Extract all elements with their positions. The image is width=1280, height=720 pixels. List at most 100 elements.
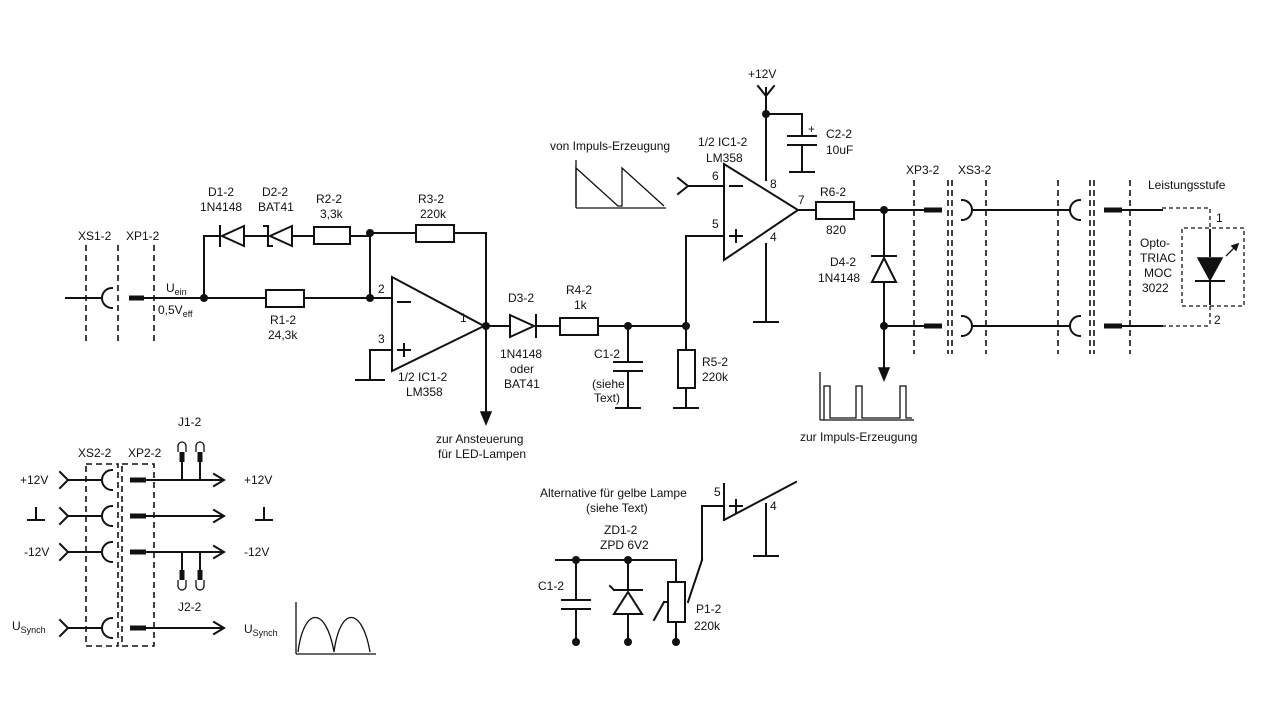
r5-name: R5-2 <box>702 355 728 369</box>
r5-value: 220k <box>702 370 729 384</box>
pin-plus12-in: +12V <box>20 473 48 487</box>
diode-d4: D4-2 1N4148 <box>818 209 898 327</box>
opto-text-4: 3022 <box>1142 281 1169 295</box>
supply-plus12: +12V <box>748 67 776 98</box>
ic-top-pin8: 8 <box>770 177 777 191</box>
d1-value: 1N4148 <box>200 200 242 214</box>
feedback-network: D1-2 1N4148 D2-2 BAT41 R2-2 3,3k R3-2 22… <box>200 185 487 327</box>
resistor-r3 <box>415 224 455 243</box>
alt-title-2: (siehe Text) <box>586 501 648 515</box>
opto-pin2: 2 <box>1214 313 1221 327</box>
led-out-line1: zur Ansteuerung <box>436 432 523 446</box>
r3-value: 220k <box>420 207 447 221</box>
c1-name: C1-2 <box>594 347 620 361</box>
pin-minus12-out: -12V <box>244 545 269 559</box>
d4-value: 1N4148 <box>818 271 860 285</box>
capacitor-c2: + C2-2 10uF <box>765 113 853 173</box>
impulse-output-arrow <box>877 325 891 382</box>
connector-xp3-xs3: XP3-2 XS3-2 <box>906 163 1071 354</box>
opto-pin1: 1 <box>1216 211 1223 225</box>
r2-value: 3,3k <box>320 207 344 221</box>
ic-bot-type: LM358 <box>406 385 443 399</box>
r6-value: 820 <box>826 223 846 237</box>
opamp-ic1-top: 6 5 8 4 7 1/2 IC1-2 LM358 <box>676 87 805 327</box>
zd1-name: ZD1-2 <box>604 523 638 537</box>
xs3-label: XS3-2 <box>958 163 992 177</box>
pin-minus12-in: -12V <box>24 545 49 559</box>
xp2-label: XP2-2 <box>128 446 162 460</box>
opto-text-2: TRIAC <box>1140 251 1176 265</box>
ic-top-pin5: 5 <box>712 217 719 231</box>
j2-label: J2-2 <box>178 600 202 614</box>
opto-triac-moc3022: Leistungsstufe 1 2 Opto- TRIAC MOC 3022 <box>1140 178 1245 327</box>
d2-value: BAT41 <box>258 200 294 214</box>
d1-name: D1-2 <box>208 185 234 199</box>
usynch-out: USynch <box>244 622 278 638</box>
pulse-waveform: zur Impuls-Erzeugung <box>800 372 917 444</box>
ic-top-title: 1/2 IC1-2 <box>698 135 748 149</box>
r1-name: R1-2 <box>270 313 296 327</box>
alt-title-1: Alternative für gelbe Lampe <box>540 486 687 500</box>
capacitor-c1: C1-2 (siehe Text) <box>592 325 643 409</box>
opamp-ic1-bottom: 2 3 1 1/2 IC1-2 LM358 <box>355 275 487 399</box>
connector-xs2-xp2: XS2-2 XP2-2 +12V +12V -12V -12V USynch <box>12 446 278 647</box>
alternative-circuit: Alternative für gelbe Lampe (siehe Text)… <box>538 480 798 646</box>
impuls-out-label: zur Impuls-Erzeugung <box>800 430 917 444</box>
pin-plus12-out: +12V <box>244 473 272 487</box>
opto-text-1: Opto- <box>1140 236 1170 250</box>
connector-xs1-xp1: XS1-2 XP1-2 Uein 0,5Veff <box>65 229 205 345</box>
xp1-label: XP1-2 <box>126 229 160 243</box>
led-output-arrow: zur Ansteuerung für LED-Lampen <box>436 325 526 461</box>
rectified-sine-waveform <box>295 602 376 655</box>
r2-name: R2-2 <box>316 192 342 206</box>
ueff-label: 0,5Veff <box>158 303 193 319</box>
leistungsstufe-title: Leistungsstufe <box>1148 178 1226 192</box>
resistor-r1: R1-2 24,3k <box>203 289 393 342</box>
ic-bot-pin2: 2 <box>378 282 385 296</box>
c2-value: 10uF <box>826 143 853 157</box>
alt-pin4: 4 <box>770 499 777 513</box>
d3-value-3: BAT41 <box>504 377 540 391</box>
led-out-line2: für LED-Lampen <box>438 447 526 461</box>
resistor-r5: R5-2 220k <box>673 325 729 409</box>
ic-top-pin4: 4 <box>770 230 777 244</box>
opto-text-3: MOC <box>1144 266 1172 280</box>
resistor-r4: R4-2 1k <box>559 283 687 336</box>
diode-d1 <box>219 224 245 248</box>
ic-bot-pin1: 1 <box>460 311 467 325</box>
connector-power-stage <box>1057 180 1163 354</box>
ic-top-pin7: 7 <box>798 193 805 207</box>
resistor-r6: R6-2 820 <box>797 185 925 237</box>
sawtooth-waveform: von Impuls-Erzeugung <box>550 139 670 209</box>
j1-label: J1-2 <box>178 415 202 429</box>
ic-top-pin6: 6 <box>712 169 719 183</box>
p1-value: 220k <box>694 619 721 633</box>
xs1-label: XS1-2 <box>78 229 112 243</box>
ic-bot-title: 1/2 IC1-2 <box>398 370 448 384</box>
p1-name: P1-2 <box>696 602 722 616</box>
jumper-j2: J2-2 <box>177 551 205 614</box>
d3-name: D3-2 <box>508 291 534 305</box>
d4-name: D4-2 <box>830 255 856 269</box>
r3-name: R3-2 <box>418 192 444 206</box>
impuls-src-label: von Impuls-Erzeugung <box>550 139 670 153</box>
r6-name: R6-2 <box>820 185 846 199</box>
ic-bot-pin3: 3 <box>378 332 385 346</box>
c2-plus: + <box>808 122 815 136</box>
d2-name: D2-2 <box>262 185 288 199</box>
diode-d3: D3-2 1N4148 oder BAT41 <box>485 291 561 391</box>
d3-value-1: 1N4148 <box>500 347 542 361</box>
xp3-label: XP3-2 <box>906 163 940 177</box>
jumper-j1: J1-2 <box>177 415 205 481</box>
ic-top-type: LM358 <box>706 151 743 165</box>
resistor-r2 <box>313 226 351 245</box>
r4-name: R4-2 <box>566 283 592 297</box>
d3-value-2: oder <box>510 362 534 376</box>
c1-note-1: (siehe <box>592 377 625 391</box>
r4-value: 1k <box>574 298 588 312</box>
xs2-label: XS2-2 <box>78 446 112 460</box>
zd1-value: ZPD 6V2 <box>600 538 649 552</box>
diode-d2 <box>263 224 293 248</box>
usynch-in: USynch <box>12 619 46 635</box>
r1-value: 24,3k <box>268 328 298 342</box>
